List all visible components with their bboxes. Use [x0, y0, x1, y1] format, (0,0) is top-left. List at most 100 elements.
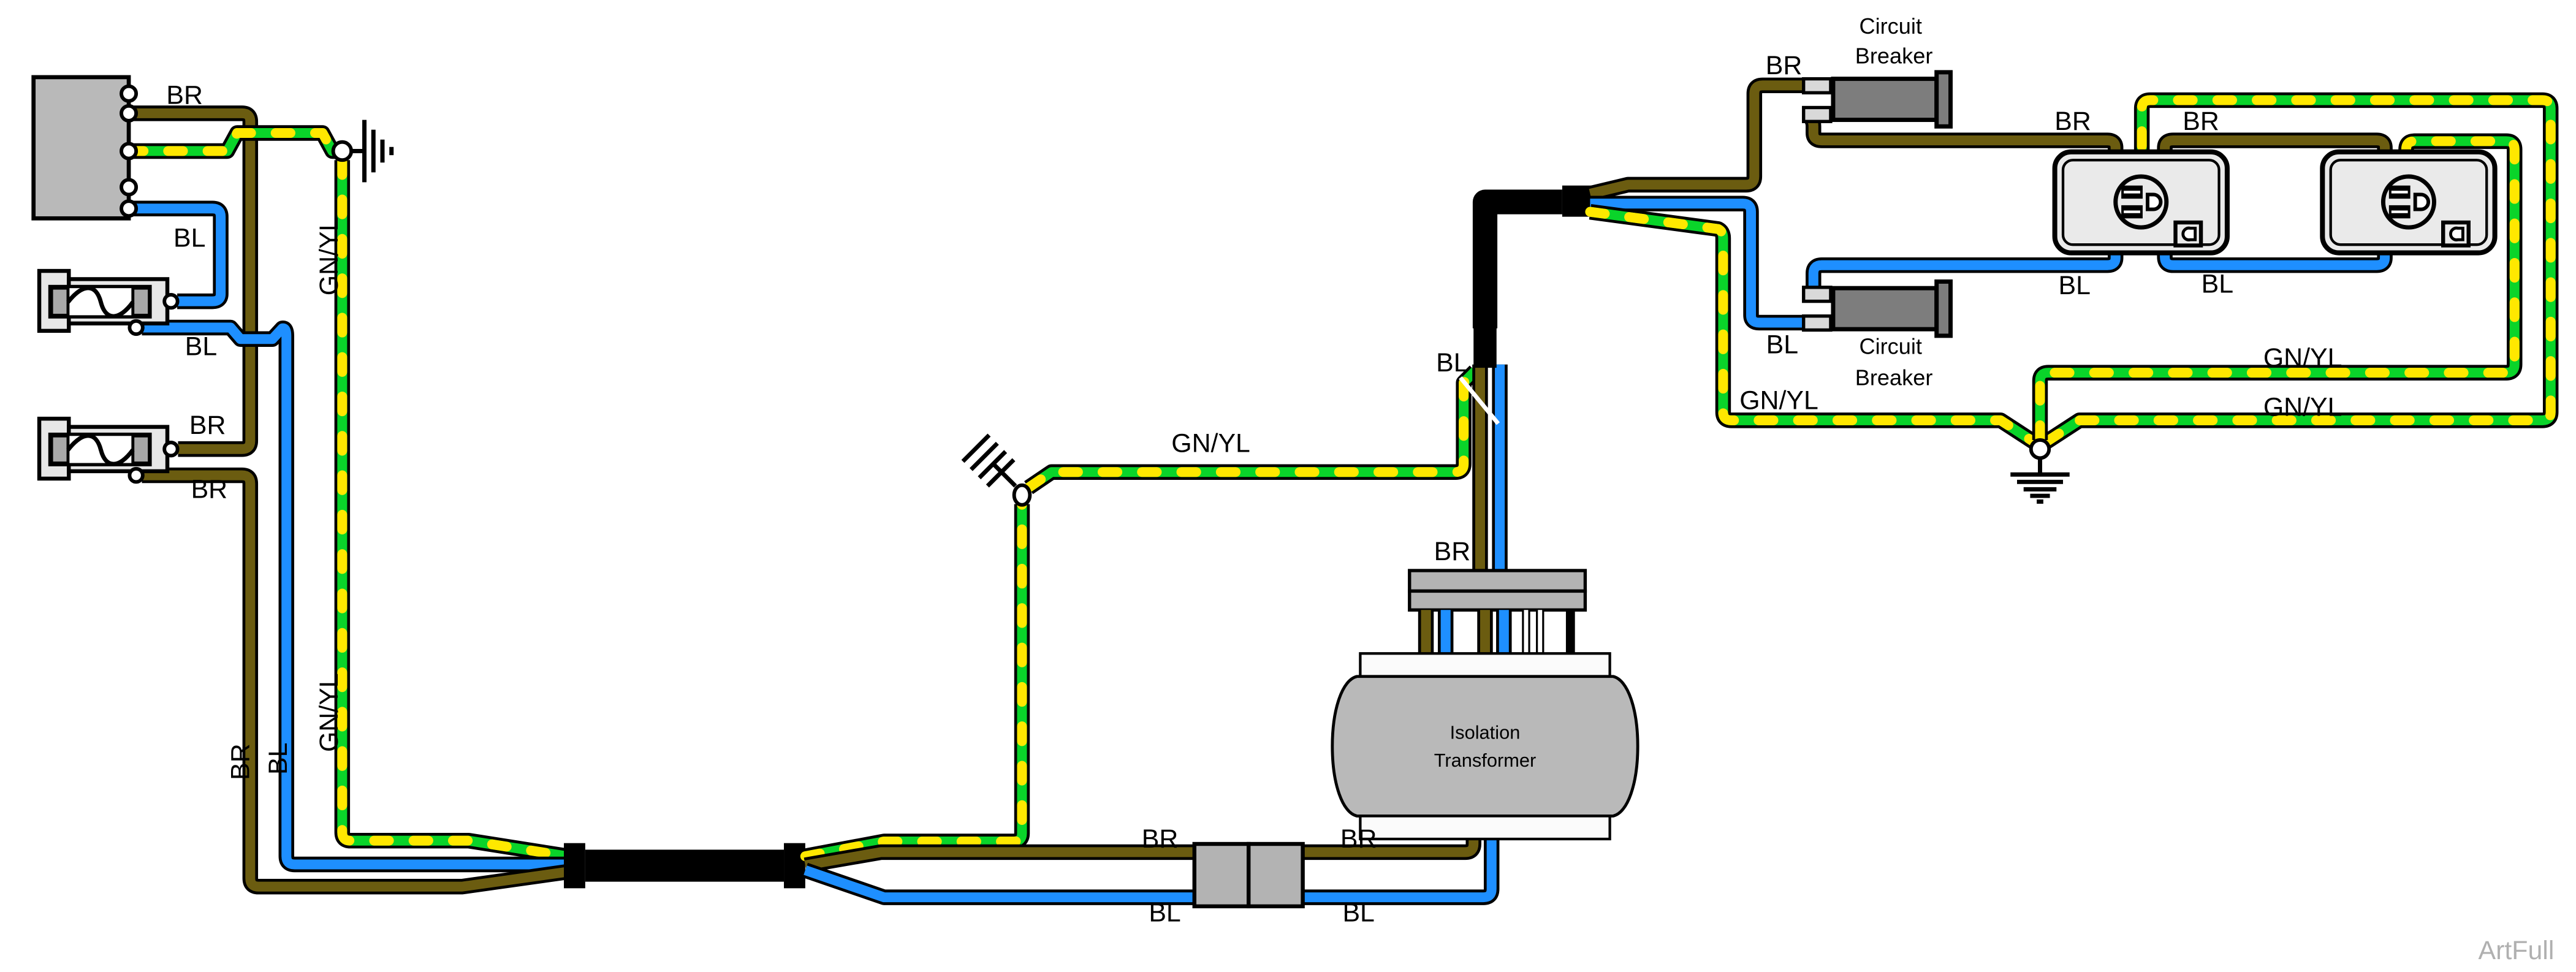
fuse-end-cap	[50, 286, 70, 317]
ground-slot-icon	[2441, 220, 2471, 248]
isolation-transformer	[1331, 652, 1639, 841]
ground-junction-node	[331, 140, 354, 162]
labels-layer: BR BL GN/YL BL BR BR BR BL GN/YL BR BL BR BL GN/YL BR B…	[166, 13, 2554, 965]
cable-sheath-bottom	[564, 843, 805, 889]
transformer-bottom-plate	[1359, 814, 1611, 841]
wire-gnyl-source-to-ground	[124, 125, 341, 159]
wire-bl-breaker2-to-outlet1	[1806, 249, 2124, 289]
wire-bl-fan-to-breaker2	[1590, 196, 1804, 331]
label-gnyl-upper-right: GN/YL	[2263, 343, 2342, 373]
breaker-terminal	[1802, 314, 1833, 332]
wire-br-source-to-fuse2	[129, 105, 259, 457]
source-terminals	[120, 84, 139, 218]
cable-sheath-top	[1472, 185, 1595, 368]
terminal-pin	[120, 142, 139, 161]
label-br-outlet-bridge: BR	[2183, 107, 2219, 136]
label-bl-source: BL	[173, 223, 205, 252]
fuse-element-icon	[66, 286, 135, 319]
breaker-end-cap	[1934, 279, 1953, 338]
ground-junction-node	[2029, 438, 2051, 460]
terminal-strip-row	[1408, 569, 1587, 593]
fuse-terminal	[162, 441, 180, 458]
fuse-1	[37, 268, 180, 336]
terminal-pin	[120, 104, 139, 123]
label-br-bus-right: BR	[1340, 824, 1377, 854]
receptacle-icon	[2113, 174, 2169, 230]
fuse-end-cap	[50, 434, 70, 465]
breaker-end-cap	[1934, 70, 1953, 129]
breaker-body	[1831, 77, 1939, 123]
label-breaker2-line1: Circuit	[1859, 334, 1921, 359]
label-bl-bus-right: BL	[1342, 898, 1374, 928]
label-br-fuse2-out: BR	[191, 474, 228, 504]
terminal-strip	[1408, 569, 1587, 612]
outlet-inner-frame	[2061, 159, 2221, 246]
label-bl-bus-left: BL	[1149, 898, 1180, 928]
label-br-outlet1-in: BR	[2054, 107, 2091, 136]
label-bl-breaker2: BL	[1766, 330, 1798, 360]
label-br-transformer-top: BR	[1434, 537, 1471, 566]
label-watermark: ArtFull	[2479, 936, 2555, 965]
wire-bl-fuse1-to-cable	[142, 319, 568, 873]
label-br-bus-left: BR	[1142, 824, 1179, 854]
label-gnyl-middle: GN/YL	[1171, 428, 1250, 458]
wire-gnyl-left-vertical	[334, 155, 572, 864]
label-gnyl-lower-right: GN/YL	[2263, 392, 2342, 422]
label-transformer-line2: Transformer	[1434, 750, 1537, 771]
terminal-strip-row	[1408, 589, 1587, 612]
wire-gnyl-middle-run	[1024, 365, 1481, 495]
fuse-2	[37, 416, 180, 484]
wire-br-outlet1-to-outlet2	[2157, 132, 2393, 156]
label-breaker1-line2: Breaker	[1855, 43, 1933, 68]
inline-connector-half	[1246, 841, 1305, 909]
breaker-terminal	[1802, 286, 1833, 303]
circuit-breaker-2	[1802, 279, 1953, 338]
inline-connector-half	[1192, 841, 1251, 909]
source-connector-block	[31, 75, 131, 221]
wire-gnyl-fan-to-right-ground	[1585, 203, 2038, 449]
wire-br-cable-to-transformer	[804, 835, 1481, 873]
fuse-end-cap	[131, 286, 151, 317]
wire-br-fuse2-to-cable	[142, 467, 569, 895]
ground-middle	[961, 433, 1032, 507]
wire-gnyl-inner-loop-outlet2	[2032, 133, 2523, 446]
label-gnyl-left-vertical: GN/YL	[314, 673, 344, 752]
terminal-pin	[120, 199, 139, 218]
fuse-element-icon	[66, 433, 135, 466]
label-breaker2-line2: Breaker	[1855, 365, 1933, 390]
label-bl-left-vertical: BL	[264, 743, 293, 775]
label-br-fuse2-in: BR	[189, 411, 226, 440]
wire-gnyl-cable-to-middle-ground	[800, 499, 1030, 864]
outlet-inner-frame	[2329, 159, 2488, 246]
outlet-2	[2320, 149, 2498, 256]
transformer-barrel	[1331, 675, 1639, 818]
label-br-fan-top: BR	[1766, 51, 1803, 80]
terminal-pin	[120, 178, 139, 197]
label-bl-fuse1-out: BL	[185, 332, 217, 361]
outlet-1	[2052, 149, 2230, 256]
wire-br-fan-to-breaker1	[1588, 77, 1804, 202]
label-br-left-vertical: BR	[226, 743, 255, 780]
wires-strip-to-transformer	[1418, 610, 1575, 654]
wire-bl-outlet1-to-outlet2	[2157, 249, 2393, 273]
label-bl-outlet-bridge: BL	[2202, 269, 2233, 298]
wire-bl-source-to-fuse1	[129, 200, 229, 309]
wire-bl-cable-to-transformer	[802, 835, 1500, 905]
label-breaker1-line1: Circuit	[1859, 13, 1921, 39]
source-block-body	[31, 75, 131, 221]
breaker-terminal	[1802, 77, 1833, 95]
ground-slot-icon	[2173, 220, 2203, 248]
transformer-top-plate	[1359, 652, 1611, 678]
fuse-terminal	[127, 319, 145, 336]
ground-junction-node	[1012, 483, 1032, 507]
label-br-source: BR	[166, 80, 203, 110]
label-bl-outlet1-in: BL	[2059, 271, 2091, 300]
ground-right	[2010, 438, 2070, 504]
label-transformer-line1: Isolation	[1450, 722, 1521, 743]
inline-connector	[1192, 841, 1305, 909]
breaker-terminal	[1802, 105, 1833, 123]
fuse-end-cap	[131, 434, 151, 465]
label-gnyl-source-vertical: GN/YL	[314, 217, 344, 296]
terminal-pin	[120, 84, 139, 103]
